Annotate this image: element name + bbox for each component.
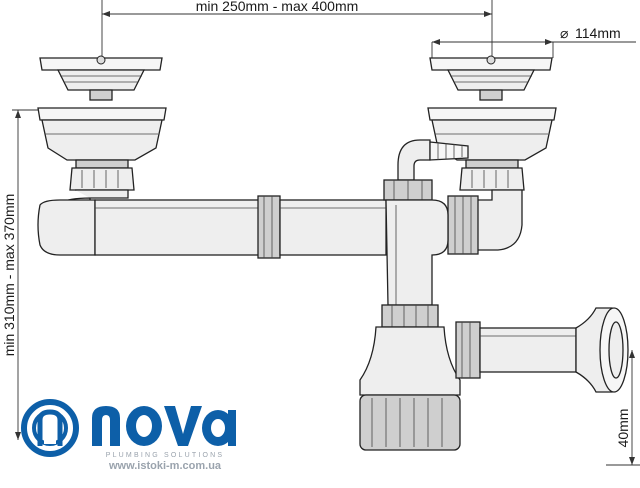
bottle-trap xyxy=(359,304,461,451)
right-strainer xyxy=(429,55,553,101)
nova-logo: PLUMBING SOLUTIONS www.istoki-m.com.ua xyxy=(21,399,236,472)
diameter-dimension: ⌀ 114mm xyxy=(431,25,636,58)
height-label: min 310mm - max 370mm xyxy=(1,194,17,357)
diameter-label: 114mm xyxy=(575,25,621,41)
nova-emblem-icon xyxy=(21,399,79,457)
diameter-symbol: ⌀ xyxy=(560,25,568,41)
height-dimension: min 310mm - max 370mm xyxy=(1,109,40,440)
left-strainer xyxy=(39,55,163,101)
overflow-nipple xyxy=(397,139,469,181)
top-span-label: min 250mm - max 400mm xyxy=(196,0,359,14)
left-basket xyxy=(37,107,167,191)
website-url: www.istoki-m.com.ua xyxy=(108,460,222,472)
top-span-dimension: min 250mm - max 400mm xyxy=(101,0,493,60)
outlet-pipe xyxy=(455,307,629,393)
vertical-pipe xyxy=(383,179,449,306)
horizontal-pipe xyxy=(37,189,387,259)
outlet-height-label: 40mm xyxy=(615,409,631,448)
right-elbow xyxy=(447,189,523,255)
outlet-height-dimension: 40mm xyxy=(606,350,640,466)
nova-wordmark xyxy=(92,406,236,446)
nova-tagline: PLUMBING SOLUTIONS xyxy=(106,452,225,459)
